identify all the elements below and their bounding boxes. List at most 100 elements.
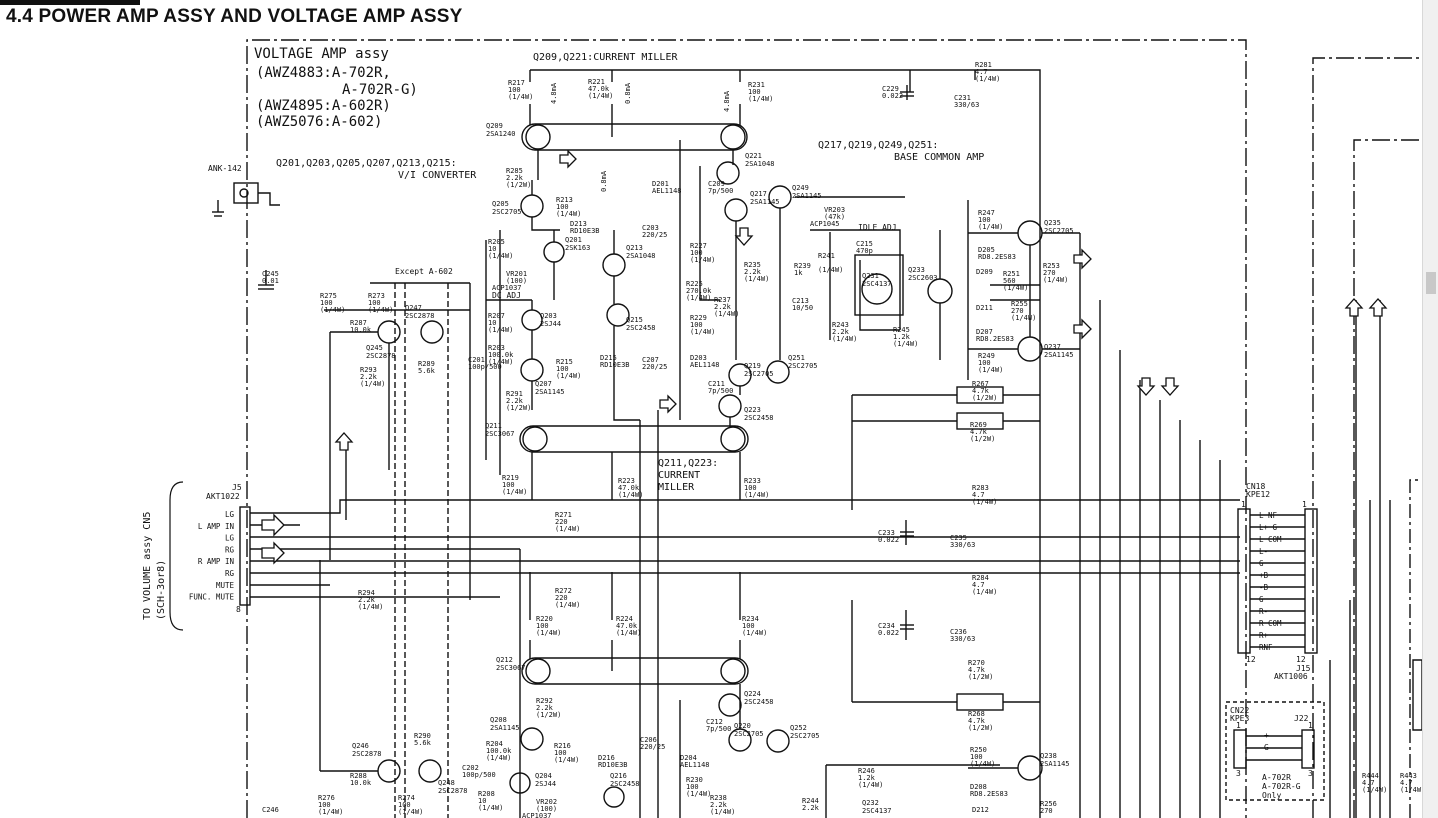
transistor-part: 2SC3067 <box>485 430 515 438</box>
capacitor-ref: C213 <box>792 297 809 305</box>
j5-pin-label: L AMP IN <box>198 522 234 531</box>
diode-part: AEL1148 <box>680 761 710 769</box>
resistor-value: 100 <box>748 88 761 96</box>
transistor-part: 2SC2878 <box>352 750 382 758</box>
resistor-value: 47.0k <box>616 622 638 630</box>
resistor-ref: R250 <box>970 746 987 754</box>
transistor-part: 2SK163 <box>565 244 590 252</box>
transistor-ref: Q211 <box>485 422 502 430</box>
header-line-4: (AWZ4895:A-602R) <box>256 98 391 114</box>
resistor-ref: R220 <box>536 615 553 623</box>
capacitor-ref: C212 <box>706 718 723 726</box>
resistor-value: 100 <box>398 801 411 809</box>
cn18-pin-label: +B <box>1259 571 1269 580</box>
note-a702-3: Only <box>1262 791 1281 800</box>
capacitor-ref: C203 <box>642 224 659 232</box>
resistor-rating: (1/2W) <box>972 394 997 402</box>
resistor-rating: (1/4W) <box>320 306 345 314</box>
resistor-value: 270 <box>1040 807 1053 815</box>
transistor-part: 2SJ44 <box>540 320 561 328</box>
capacitor-value: 100p/500 <box>462 771 496 779</box>
cn22-part: KPE3 <box>1230 714 1249 723</box>
j5-part: AKT1022 <box>206 492 240 501</box>
transistor-ref: Q249 <box>792 184 809 192</box>
resistor-ref: R283 <box>972 484 989 492</box>
transistor-part: 2SC2705 <box>790 732 820 740</box>
resistor-value: 10 <box>488 319 496 327</box>
cn22-pin-label: + <box>1264 731 1269 740</box>
resistor-ref: R247 <box>978 209 995 217</box>
resistor-ref: R238 <box>710 794 727 802</box>
resistor-value: 220 <box>555 518 568 526</box>
resistor-value: 100 <box>744 484 757 492</box>
current-label: 0.8mA <box>624 82 632 104</box>
j5-connector <box>239 506 251 606</box>
resistor-value: 100 <box>690 321 703 329</box>
cn18-pin-label: R+ <box>1259 631 1269 640</box>
resistor-rating: (1/4W) <box>556 210 581 218</box>
transistor-ref: Q209 <box>486 122 503 130</box>
note-current-miller-mid-2: CURRENT <box>658 470 700 481</box>
resistor-rating: (1/4W) <box>893 340 918 348</box>
resistor-rating: (1/4W) <box>486 754 511 762</box>
resistor-value: 2.2k <box>506 174 524 182</box>
resistor-value: 100 <box>368 299 381 307</box>
resistor-rating: (1/2W) <box>506 181 531 189</box>
resistor-rating: (1/4W) <box>690 328 715 336</box>
resistor-ref: R213 <box>556 196 573 204</box>
resistor-ref: R223 <box>618 477 635 485</box>
transistor-part: 2SC2458 <box>744 698 774 706</box>
resistor-ref: R246 <box>858 767 875 775</box>
resistor-rating: (1/4W) <box>508 93 533 101</box>
current-label: 4.8mA <box>723 90 731 112</box>
resistor-ref: R237 <box>714 296 731 304</box>
resistor-rating: (1/4W) <box>1362 786 1387 794</box>
transistor-ref: Q232 <box>862 799 879 807</box>
page-title: 4.4 POWER AMP ASSY AND VOLTAGE AMP ASSY <box>6 6 463 27</box>
resistor-value: 100 <box>536 622 549 630</box>
transistor-part: 2SA1145 <box>750 198 780 206</box>
resistor-value: 100.0k <box>488 351 514 359</box>
transistor-part: 2SC4137 <box>862 807 892 815</box>
resistor-value: 270 <box>1043 269 1056 277</box>
resistor-value: 100 <box>508 86 521 94</box>
j15-ref: J15 <box>1296 664 1311 673</box>
resistor-ref: R233 <box>744 477 761 485</box>
header-line-2: (AWZ4883:A-702R, <box>256 65 391 81</box>
transistor-part: 2SC4137 <box>862 280 892 288</box>
resistor-value: 100 <box>690 249 703 257</box>
scrollbar-thumb[interactable] <box>1426 272 1436 294</box>
transistor-part: 2SC2603 <box>908 274 938 282</box>
resistor-ref: R230 <box>686 776 703 784</box>
resistor-ref: R287 <box>350 319 367 327</box>
resistor-rating: (1/4W) <box>686 790 711 798</box>
vertical-scrollbar[interactable] <box>1422 0 1438 818</box>
resistor-rating: (1/4W) <box>588 92 613 100</box>
signal-arrow <box>734 227 754 246</box>
pot-ref: VR203 <box>824 206 845 214</box>
resistor-ref: R227 <box>690 242 707 250</box>
cn18-pin-label: R- <box>1259 607 1268 616</box>
capacitor-ref: C211 <box>708 380 725 388</box>
note-ank: ANK-142 <box>208 164 242 173</box>
transistor-ref: Q251 <box>788 354 805 362</box>
resistor-value: 560 <box>1003 277 1016 285</box>
transistor-part: 2SC2878 <box>438 787 468 795</box>
diode-part: AEL1148 <box>690 361 720 369</box>
note-except: Except A-602 <box>395 267 453 276</box>
header-line-1: VOLTAGE AMP assy <box>254 46 389 62</box>
cn22-pin-label: G <box>1264 743 1269 752</box>
pot-value: (47k) <box>824 213 845 221</box>
resistor-rating: (1/4W) <box>686 294 711 302</box>
resistor-value: 4.7k <box>972 387 990 395</box>
resistor-rating: (1/4W) <box>744 275 769 283</box>
resistor-value: 5.6k <box>418 367 436 375</box>
resistor-ref: R239 <box>794 262 811 270</box>
resistor-value: 100 <box>970 753 983 761</box>
transistor-ref: Q252 <box>790 724 807 732</box>
resistor-value: 100 <box>978 359 991 367</box>
pot-ref: VR202 <box>536 798 557 806</box>
diode-part: RD10E3B <box>600 361 630 369</box>
transistor-ref: Q237 <box>1044 343 1061 351</box>
resistor-value: 4.7k <box>968 717 986 725</box>
